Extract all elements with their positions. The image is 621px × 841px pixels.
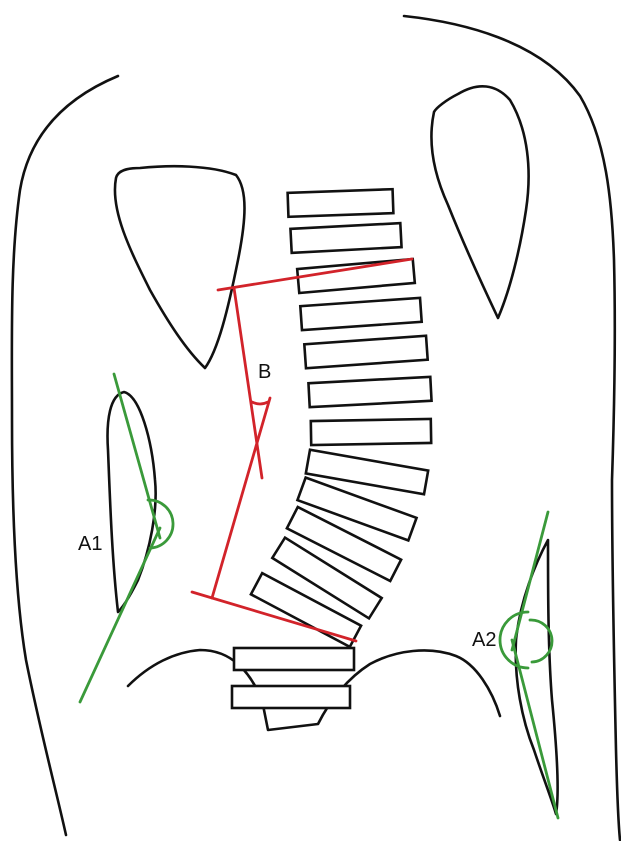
vertebra	[290, 223, 401, 253]
label-b: B	[258, 361, 271, 383]
label-a1: A1	[78, 533, 102, 555]
upper-perpendicular-line	[234, 288, 262, 478]
cobb-angle-arc	[252, 402, 268, 404]
spine	[232, 189, 432, 708]
right-shoulder-outline	[404, 16, 620, 840]
left-scapula	[115, 166, 245, 368]
vertebra	[311, 419, 431, 445]
lower-perpendicular-line	[212, 398, 270, 598]
left-flank-contour	[108, 392, 156, 612]
a2-tangent-upper	[512, 512, 548, 650]
vertebra	[300, 298, 421, 330]
left-shoulder-outline	[12, 76, 118, 835]
vertebra	[308, 377, 431, 407]
vertebra	[234, 648, 354, 670]
right-scapula	[431, 86, 528, 318]
vertebra	[304, 336, 427, 368]
vertebra	[288, 189, 394, 217]
vertebra	[297, 259, 415, 293]
vertebra	[232, 686, 350, 708]
label-a2: A2	[472, 629, 496, 651]
